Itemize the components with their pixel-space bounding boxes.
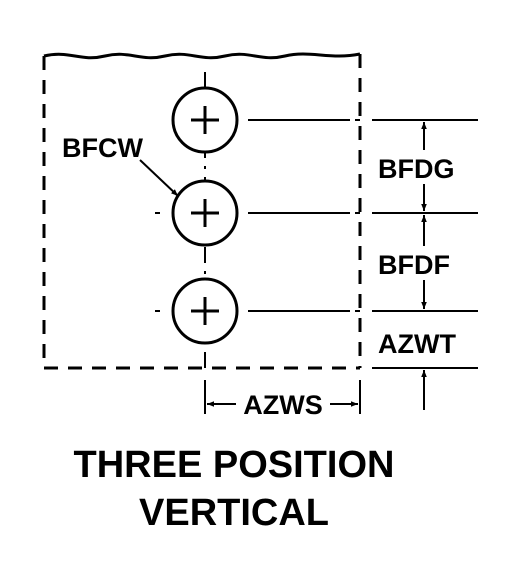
label-bg-bfdf — [376, 246, 476, 280]
label-bfcw: BFCW — [62, 133, 143, 163]
caption-line-1: THREE POSITION — [74, 444, 395, 486]
extension-lines — [248, 119, 478, 369]
center-ticks — [155, 212, 160, 312]
break-line — [43, 52, 361, 60]
label-bfdg: BFDG — [378, 154, 455, 184]
caption-line-2: VERTICAL — [139, 492, 329, 534]
label-azwt: AZWT — [378, 329, 456, 359]
label-bg-bfdg — [376, 150, 476, 184]
hole-bottom — [171, 277, 239, 345]
hole-top — [171, 86, 239, 154]
hole-middle — [171, 179, 239, 247]
panel-outline — [42, 52, 362, 370]
label-azws: AZWS — [243, 390, 322, 420]
horizontal-dimension — [204, 380, 361, 414]
label-bfdf: BFDF — [378, 250, 450, 280]
bfcw-leader — [139, 159, 179, 197]
